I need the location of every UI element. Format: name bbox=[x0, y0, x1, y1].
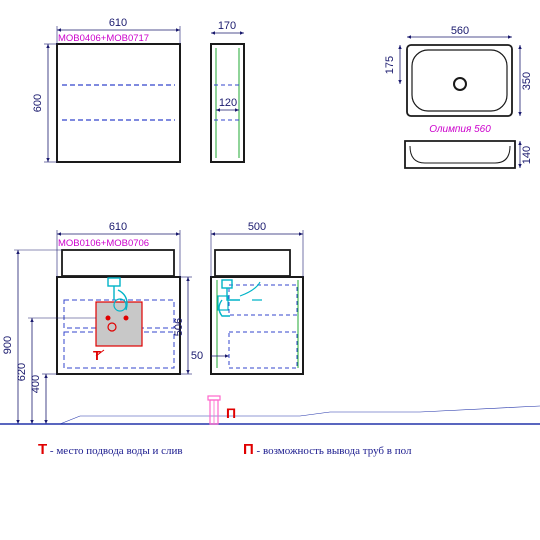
top-front-width-dim: 610 bbox=[109, 17, 127, 29]
floor-pipe-marker: П bbox=[226, 405, 236, 421]
basin-drain-offset-dim: 175 bbox=[384, 56, 396, 74]
legend-floor-pipes: П - возможность вывода труб в пол bbox=[243, 441, 411, 458]
vanity-code: MOB0106+MOB0706 bbox=[58, 238, 149, 249]
vanity-depth-dim: 500 bbox=[248, 221, 266, 233]
legend-marker-t: Т bbox=[38, 441, 48, 458]
zone-marker-t: T bbox=[93, 348, 101, 363]
top-front-height-dim: 600 bbox=[32, 94, 44, 112]
legend-water-supply: Т - место подвода воды и слив bbox=[38, 441, 183, 458]
connection-height-dim: 620 bbox=[16, 363, 28, 381]
basin-width-dim: 560 bbox=[451, 25, 469, 37]
top-side-shelf-dim: 120 bbox=[219, 97, 237, 109]
connection-zone bbox=[95, 301, 143, 347]
total-height-dim: 900 bbox=[2, 336, 14, 354]
vanity-front-view: T 610 MOB0106+MOB0706 900 620 400 506 bbox=[2, 221, 192, 424]
basin-height-dim: 140 bbox=[521, 146, 533, 164]
floor-pipe: П bbox=[207, 395, 236, 425]
vanity-width-dim: 610 bbox=[109, 221, 127, 233]
basin-top-view: 560 350 175 Олимпия 560 bbox=[384, 25, 533, 135]
basin-depth-dim: 350 bbox=[521, 72, 533, 90]
pipe-offset-dim: 50 bbox=[191, 350, 203, 362]
bottom-height-dim: 400 bbox=[30, 375, 42, 393]
top-side-depth-dim: 170 bbox=[218, 20, 236, 32]
basin-front-view: 140 bbox=[404, 140, 533, 169]
mirror-cabinet-front-view: 610 MOB0406+MOB0717 600 bbox=[32, 17, 181, 163]
legend-text-t: - место подвода воды и слив bbox=[49, 445, 183, 457]
body-height-dim: 506 bbox=[173, 318, 185, 336]
basin-name: Олимпия 560 bbox=[429, 124, 491, 135]
legend-marker-p: П bbox=[243, 441, 254, 458]
mirror-cabinet-side-view: 170 120 bbox=[210, 20, 245, 163]
legend-text-p: - возможность вывода труб в пол bbox=[256, 445, 412, 457]
top-front-code: MOB0406+MOB0717 bbox=[58, 33, 149, 44]
floor-line bbox=[0, 405, 540, 425]
vanity-side-view: 500 50 bbox=[191, 221, 304, 375]
